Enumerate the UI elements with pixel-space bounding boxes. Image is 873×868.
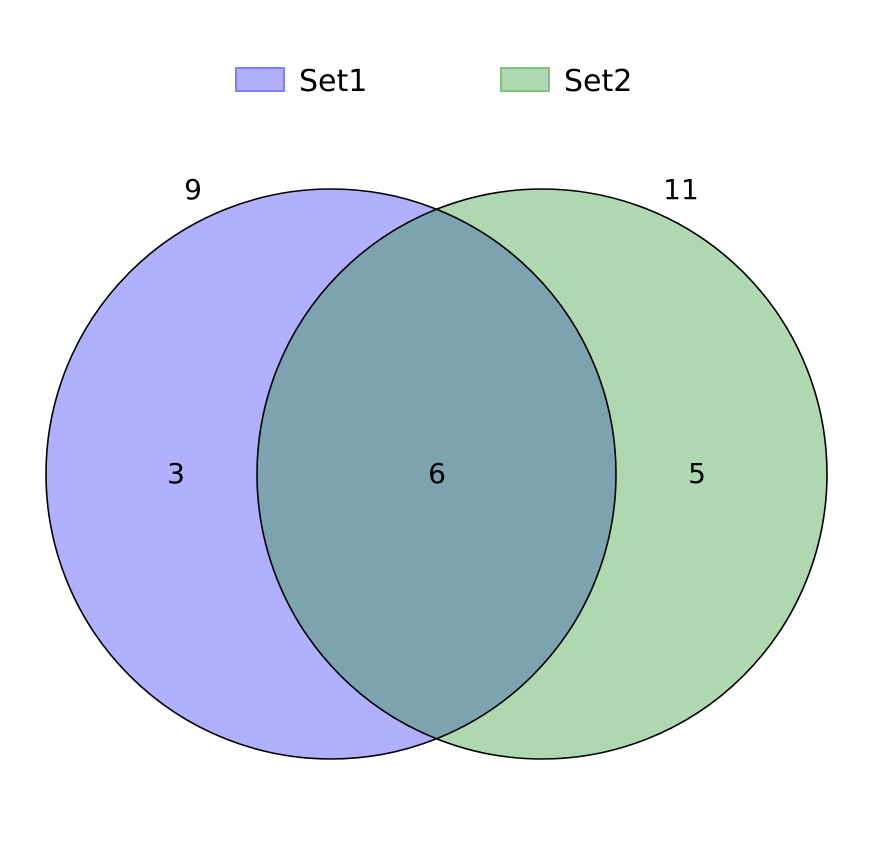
legend-swatch-set2 (500, 67, 550, 92)
set1-only-count: 3 (167, 457, 185, 490)
legend: Set1 Set2 (235, 64, 632, 99)
set2-total-label: 11 (663, 173, 699, 206)
set2-outline (256, 188, 828, 760)
intersection-count: 6 (428, 457, 446, 490)
set2-only-count: 5 (688, 457, 706, 490)
legend-label-set1: Set1 (299, 64, 367, 99)
legend-swatch-set1 (235, 67, 285, 92)
set1-outline (45, 188, 617, 760)
set1-total-label: 9 (184, 173, 202, 206)
legend-label-set2: Set2 (564, 64, 632, 99)
intersection-region (257, 189, 616, 759)
